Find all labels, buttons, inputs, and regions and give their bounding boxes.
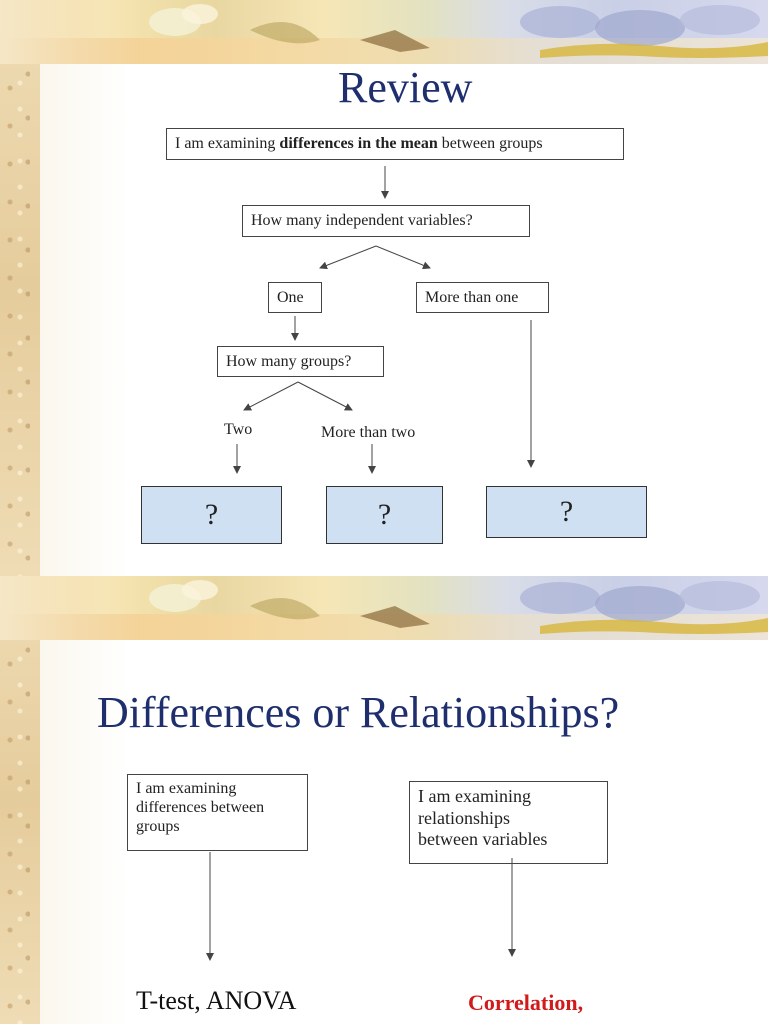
differences-line-1: I am examining (136, 780, 237, 797)
one-box: One (268, 282, 322, 313)
root-suffix: between groups (437, 135, 543, 152)
section-title: Differences or Relationships? (97, 688, 620, 737)
slide-differences-relationships: Differences or Relationships? I am exami… (0, 576, 768, 1024)
floral-banner (0, 0, 768, 64)
slide-review: Review I am examining differences in the… (0, 0, 768, 576)
answer-box-two: ? (141, 486, 282, 544)
parchment-strip (0, 576, 40, 1024)
differences-box: I am examining differences between group… (127, 774, 308, 851)
groups-box: How many groups? (217, 346, 384, 377)
more-than-one-box: More than one (416, 282, 549, 313)
page-title: Review (338, 63, 473, 112)
root-bold: differences in the mean (279, 135, 438, 152)
relationships-line-3: between variables (418, 829, 548, 850)
floral-decoration-icon (149, 580, 768, 634)
relationships-line-1: I am examining (418, 786, 531, 806)
two-label: Two (224, 421, 253, 438)
root-question-box: I am examining differences in the mean b… (166, 128, 624, 160)
more-than-two-label: More than two (321, 424, 416, 441)
differences-line-3: groups (136, 818, 180, 836)
correlation-label: Correlation, (468, 990, 584, 1015)
answer-box-more-than-one: ? (486, 486, 647, 538)
ttest-anova-label: T-test, ANOVA (136, 986, 297, 1015)
answer-box-more-than-two: ? (326, 486, 443, 544)
independent-variables-box: How many independent variables? (242, 205, 530, 237)
relationships-box: I am examining relationships between var… (409, 781, 608, 864)
relationships-line-2: relationships (418, 807, 510, 828)
flow-arrows (233, 166, 535, 474)
flow-arrows (206, 852, 516, 961)
differences-line-2: differences between (136, 799, 265, 817)
root-prefix: I am examining (175, 135, 280, 152)
floral-banner (0, 576, 768, 640)
parchment-strip (0, 0, 40, 576)
floral-decoration-icon (149, 4, 768, 58)
